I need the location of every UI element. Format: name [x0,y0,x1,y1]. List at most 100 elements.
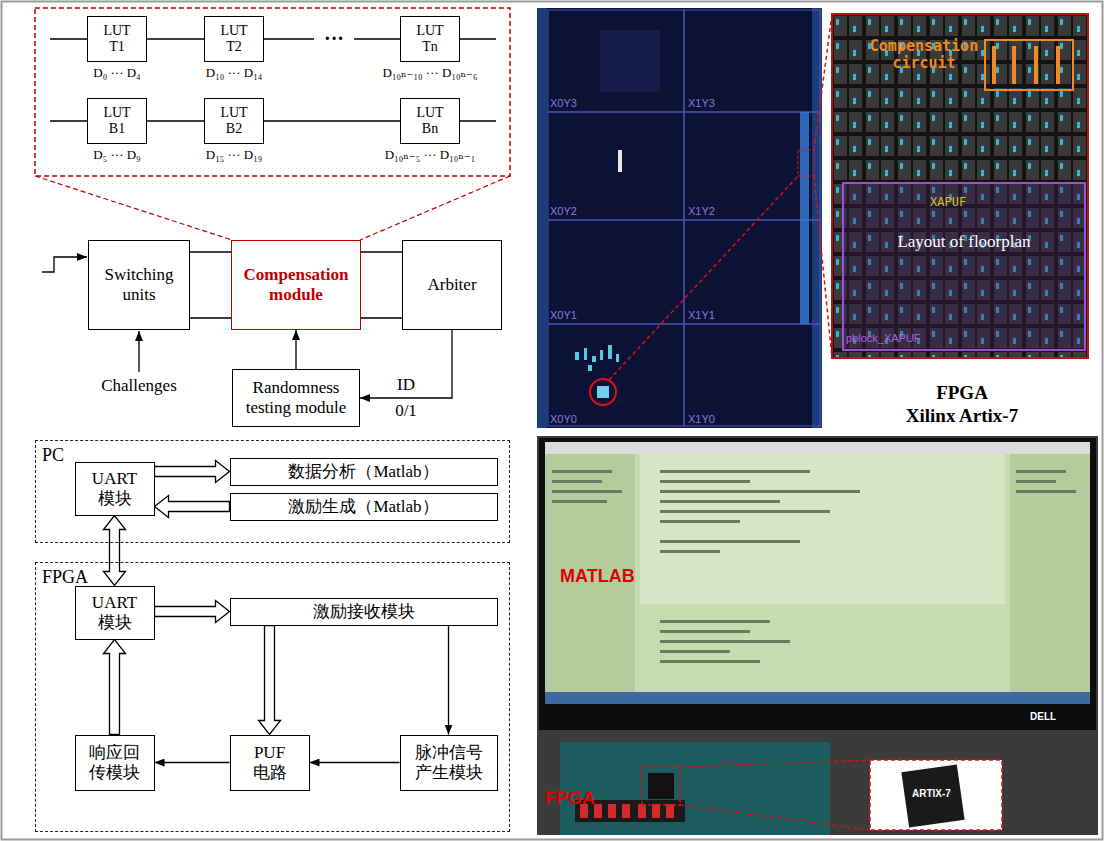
file-panel [545,454,635,692]
compensation-cells [992,46,1060,84]
monitor-bezel [539,438,1096,730]
region-label: X0Y1 [550,309,577,322]
node-text: LUT Bn [413,105,447,137]
node-text: UART 模块 [87,469,143,508]
chip-highlight [642,767,680,805]
module-box: 脉冲信号 产生模块 [400,735,498,791]
leader-arrow [138,331,139,372]
region-label: X1Y0 [688,413,715,426]
node-text: PUF 电路 [247,743,293,782]
signal-label: D₁₀ ··· D₁₄ [174,66,294,81]
node-text: 数据分析（Matlab） [288,462,438,482]
photo-label: MATLAB [560,566,635,587]
workspace-panel [1010,454,1090,692]
process-box: 激励生成（Matlab） [230,493,498,521]
block-arrow [155,461,230,483]
module-box: 激励接收模块 [230,598,498,626]
block-arrow [259,626,281,735]
node-text: LUT Tn [413,23,447,55]
node-text: Switching units [97,265,181,304]
zoom-leader [680,760,870,830]
taskbar [545,692,1090,704]
monitor-screen [545,442,1090,704]
circuit-box: PUF 电路 [230,735,310,791]
callout-label: XAPUF [930,196,966,210]
module-box: 响应回 传模块 [75,735,155,791]
node-text: 激励生成（Matlab） [288,497,438,517]
signal-label: D₁₀ₙ₋₅ ··· D₁₀ₙ₋₁ [355,148,505,163]
fpga-board [560,742,830,835]
photo-ground [537,436,1098,835]
puf-placement [597,386,609,398]
callout-label: pblock_XAPUF [846,332,921,345]
module-box: UART 模块 [75,586,155,640]
zoom-source [798,150,814,176]
group-heading: PC [42,445,64,466]
ellipsis: ··· [314,27,354,50]
lut-box: LUT B2 [204,98,264,144]
connector [264,120,400,121]
block-arrow [155,601,230,623]
lut-box: LUT Tn [400,16,460,62]
signal-label: D₁₅ ··· D₁₉ [174,148,294,163]
connector [361,252,402,318]
zoom-leader [609,14,832,380]
callout-label: Layout of floorplan [854,232,1074,252]
clock-region [548,10,820,426]
zoom-panel [832,14,1088,358]
region-label: X0Y0 [550,413,577,426]
step-input [42,257,87,272]
placed-cells [575,345,619,371]
block-arrow [104,640,126,735]
lut-box: LUT B1 [87,98,147,144]
region-label: X1Y1 [688,309,715,322]
edge-label: ID [397,375,415,395]
highlight-circle [590,379,616,405]
node-text: LUT T2 [217,23,251,55]
module-box: UART 模块 [75,462,155,516]
region-label: X0Y3 [550,97,577,110]
node-text: Arbiter [427,275,476,295]
connector [310,762,400,763]
process-box: Randomness testing module [232,369,360,427]
node-text: LUT B2 [217,105,251,137]
board-chip [648,773,674,799]
chip-inset [870,760,1002,830]
chip-package [901,764,964,827]
process-box: 数据分析（Matlab） [230,458,498,486]
module-box: Compensation module [231,240,361,330]
region-label: X0Y2 [550,205,577,218]
io-strip [537,8,547,428]
screenshot-ground [537,8,822,428]
connector [360,330,452,398]
node-text: 响应回 传模块 [85,743,145,782]
lut-box: LUT T1 [87,16,147,62]
lut-box: LUT T2 [204,16,264,62]
photo-label: FPGA [545,788,595,809]
region-label: X1Y2 [688,205,715,218]
node-text: LUT B1 [100,105,134,137]
callout-label: Compensation circuit [866,38,982,73]
caption-label: Xilinx Artix-7 [862,405,1062,427]
chip-label: ARTIX-7 [912,788,951,800]
used-column [800,112,809,324]
node-text: UART 模块 [87,593,143,632]
group-frame: PC UART 模块 数据分析（Matlab） 激励生成（Matlab） [35,440,510,543]
node-text: 脉冲信号 产生模块 [411,743,487,782]
zoom-leader [35,176,510,240]
compensation-outline [985,40,1073,90]
signal-label: D₅ ··· D₉ [57,148,177,163]
process-box: Switching units [88,240,190,330]
brand-label: DELL [1030,711,1056,723]
window-titlebar [545,442,1090,454]
region-label: X1Y3 [688,97,715,110]
placed-cell [618,150,622,172]
signal-label: D₀ ··· D₄ [57,66,177,81]
node-text: 激励接收模块 [313,602,415,622]
connector [147,120,204,121]
connector [448,626,449,735]
editor-pane [640,454,1005,604]
node-text: Randomness testing module [239,378,353,417]
